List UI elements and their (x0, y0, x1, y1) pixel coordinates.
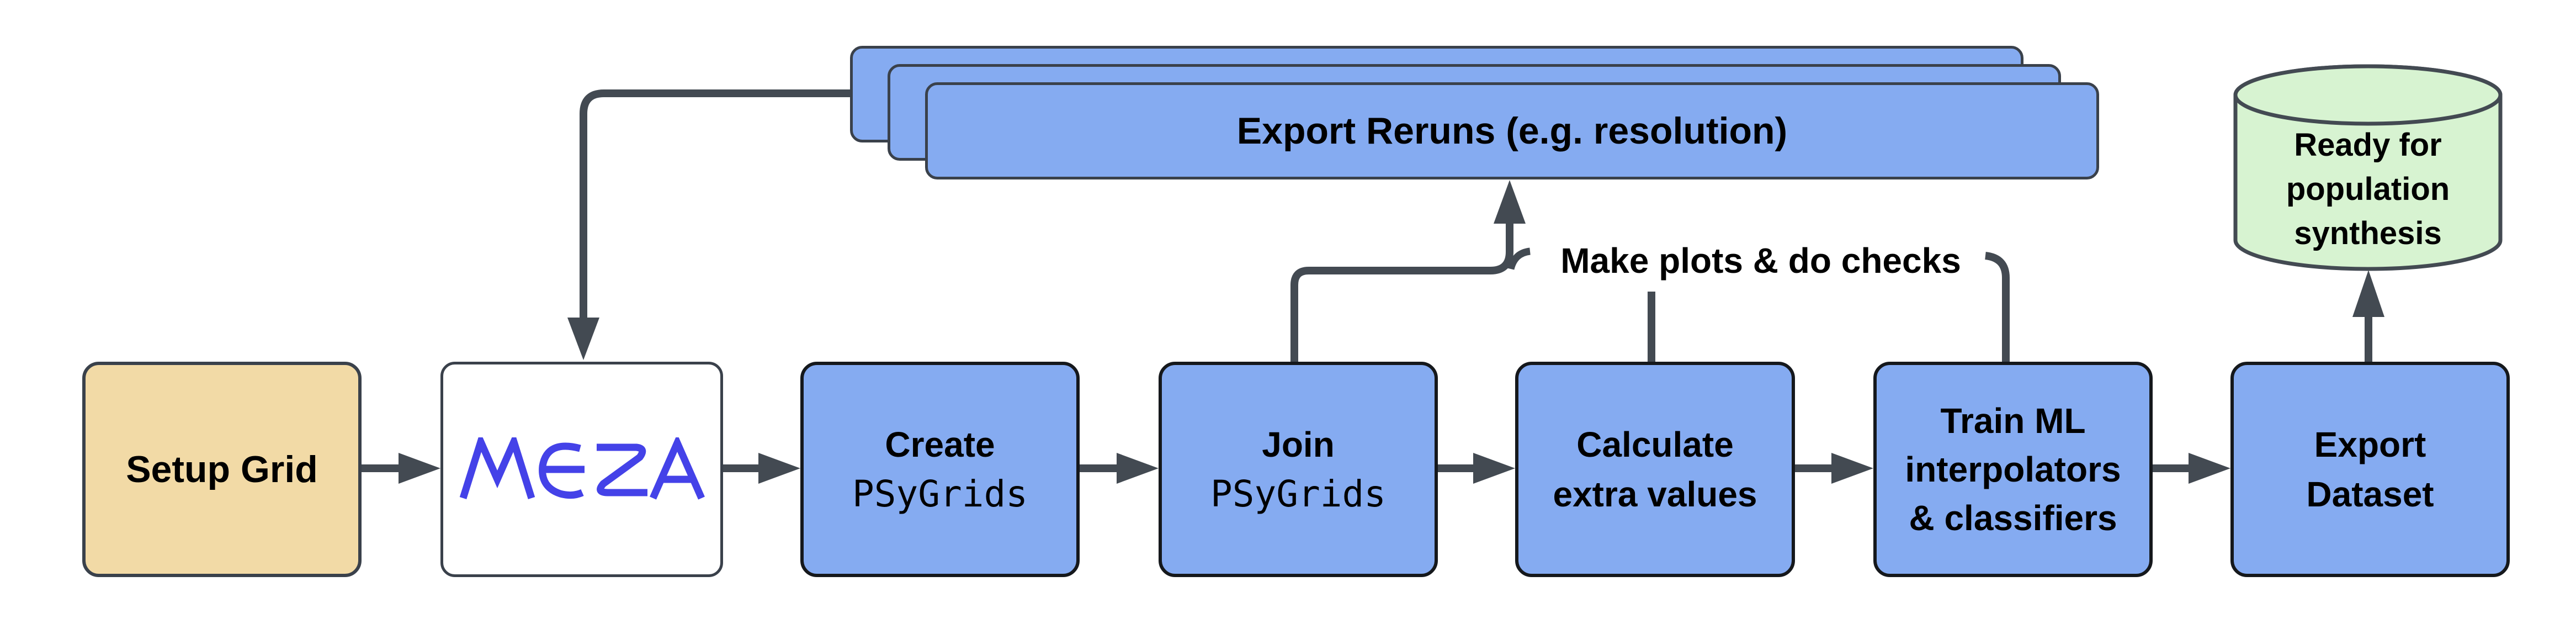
arrowhead-join-to-calculate (1473, 453, 1515, 484)
arrowhead-setup-to-mesa (399, 453, 440, 484)
datastore-cylinder-icon (2233, 64, 2503, 271)
arrowhead-join-to-reruns (1494, 180, 1526, 224)
node-train-ml: Train ML interpolators & classifiers (1873, 362, 2153, 577)
node-label: Setup Grid (126, 448, 318, 490)
node-export-dataset: Export Dataset (2230, 362, 2510, 577)
node-create-psygrids: Create PSyGrids (800, 362, 1080, 577)
arrowhead-create-to-join (1117, 453, 1159, 484)
export-reruns-card-front: Export Reruns (e.g. resolution) (925, 82, 2099, 179)
arrowhead-mesa-to-create (758, 453, 800, 484)
connector-annotation-to-train (1984, 252, 2010, 362)
node-label: Join (1262, 425, 1335, 464)
node-calculate-extra-values: Calculate extra values (1515, 362, 1795, 577)
node-label: Export (2314, 425, 2426, 464)
datastore-label: Ready for (2294, 127, 2442, 163)
arrowhead-export-to-datastore (2352, 270, 2384, 317)
node-label: extra values (1553, 474, 1757, 514)
arrowhead-train-to-export (2189, 453, 2230, 484)
datastore-label: synthesis (2294, 215, 2442, 251)
node-label: Create (885, 425, 995, 464)
node-label: Calculate (1576, 425, 1734, 464)
node-label: Dataset (2306, 474, 2434, 514)
node-label-mono: PSyGrids (852, 473, 1028, 515)
arrowhead-calculate-to-train (1831, 453, 1873, 484)
connector-join-to-reruns (1290, 223, 1513, 362)
node-label-mono: PSyGrids (1210, 473, 1386, 515)
mesa-logo-icon (459, 437, 705, 500)
connector-annotation-hook (1507, 247, 1531, 270)
node-ready-for-population-synthesis: Ready for population synthesis (2241, 117, 2495, 262)
node-label: Train ML (1940, 401, 2086, 441)
node-label: interpolators (1905, 450, 2121, 489)
datastore-label: population (2286, 171, 2450, 207)
node-mesa: MESA (440, 362, 723, 577)
node-setup-grid: Setup Grid (82, 362, 362, 577)
connector-reruns-to-mesa (580, 89, 850, 319)
arrowhead-reruns-to-mesa (567, 318, 599, 360)
export-reruns-label: Export Reruns (e.g. resolution) (1236, 110, 1788, 152)
node-label: & classifiers (1909, 498, 2117, 538)
annotation-make-plots: Make plots & do checks (1560, 241, 1961, 281)
node-join-psygrids: Join PSyGrids (1159, 362, 1438, 577)
